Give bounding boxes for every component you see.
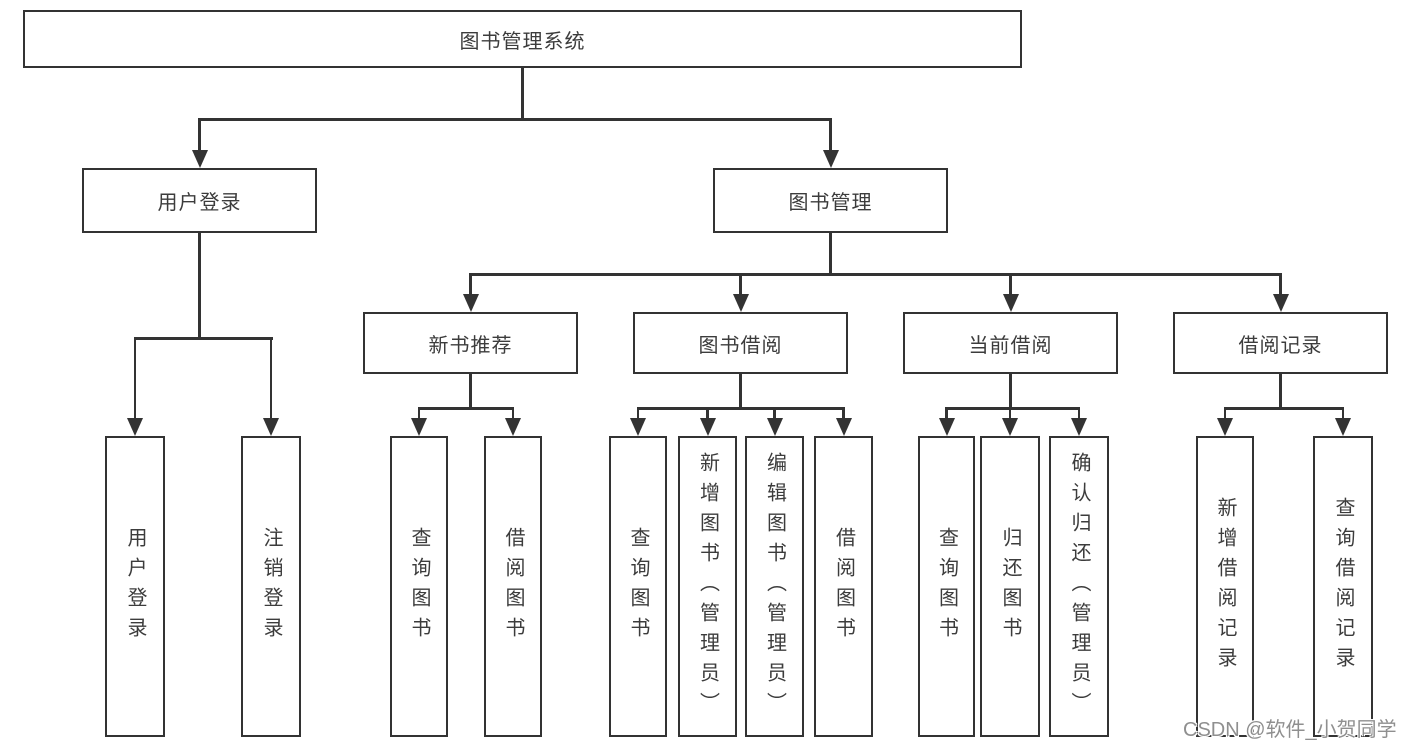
leaf-query-books: 查询图书 [390,436,448,737]
connector-line [1223,407,1227,420]
connector-arrowhead [1217,418,1233,436]
leaf-logout: 注销登录 [241,436,301,737]
node-borrowing-records: 借阅记录 [1173,312,1388,374]
connector-line [1009,374,1012,408]
connector-line [417,407,515,410]
connector-line [521,68,524,118]
connector-arrowhead [505,418,521,436]
connector-line [198,233,201,338]
leaf-query-borrow-record: 查询借阅记录 [1313,436,1373,737]
connector-line [1009,273,1012,296]
connector-line [1279,273,1282,296]
leaf-add-borrow-record: 新增借阅记录 [1196,436,1254,737]
watermark: CSDN @软件_小贺同学 [1183,719,1397,741]
connector-arrowhead [699,418,716,436]
connector-line [198,118,201,152]
leaf-borrow-books: 借阅图书 [484,436,542,737]
node-library-management-system: 图书管理系统 [23,10,1022,68]
node-user-login: 用户登录 [82,168,317,233]
connector-line [1223,407,1345,410]
leaf-borrow-books: 借阅图书 [814,436,873,737]
connector-arrowhead [1071,418,1087,436]
connector-arrowhead [127,418,143,436]
connector-line [133,337,137,419]
leaf-confirm-return-admin: 确认归还（管理员） [1049,436,1109,737]
connector-line [739,273,742,296]
connector-arrowhead [1002,418,1018,436]
leaf-edit-books-admin: 编辑图书（管理员） [745,436,804,737]
connector-line [829,118,832,152]
connector-arrowhead [1335,418,1351,436]
leaf-query-books: 查询图书 [609,436,667,737]
node-book-management: 图书管理 [713,168,948,233]
connector-arrowhead [630,418,646,436]
connector-line [469,273,472,296]
connector-arrowhead [263,418,279,436]
connector-arrowhead [1002,294,1019,312]
connector-line [636,407,640,420]
connector-line [1077,407,1081,420]
connector-line [945,407,948,420]
connector-line [133,337,273,340]
connector-line [945,407,1081,410]
leaf-query-books: 查询图书 [918,436,975,737]
connector-line [417,407,421,420]
connector-line [706,407,709,420]
connector-line [269,337,273,419]
connector-arrowhead [191,150,208,168]
leaf-return-books: 归还图书 [980,436,1040,737]
connector-line [739,374,742,408]
node-new-book-recommendation: 新书推荐 [363,312,578,374]
connector-arrowhead [462,294,479,312]
connector-line [842,407,845,420]
connector-arrowhead [411,418,427,436]
connector-arrowhead [835,418,852,436]
connector-line [198,118,832,121]
connector-arrowhead [822,150,839,168]
connector-line [1008,407,1012,420]
connector-line [469,273,1282,276]
connector-arrowhead [732,294,749,312]
connector-line [829,233,832,275]
connector-arrowhead [1272,294,1289,312]
node-current-borrowing: 当前借阅 [903,312,1118,374]
connector-line [1279,374,1282,408]
node-book-borrowing: 图书借阅 [633,312,848,374]
connector-arrowhead [766,418,783,436]
connector-line [469,374,472,408]
connector-line [1341,407,1345,420]
connector-arrowhead [938,418,955,436]
leaf-user-login: 用户登录 [105,436,165,737]
connector-line [773,407,776,420]
connector-line [511,407,515,420]
leaf-add-books-admin: 新增图书（管理员） [678,436,737,737]
connector-line [636,407,845,410]
